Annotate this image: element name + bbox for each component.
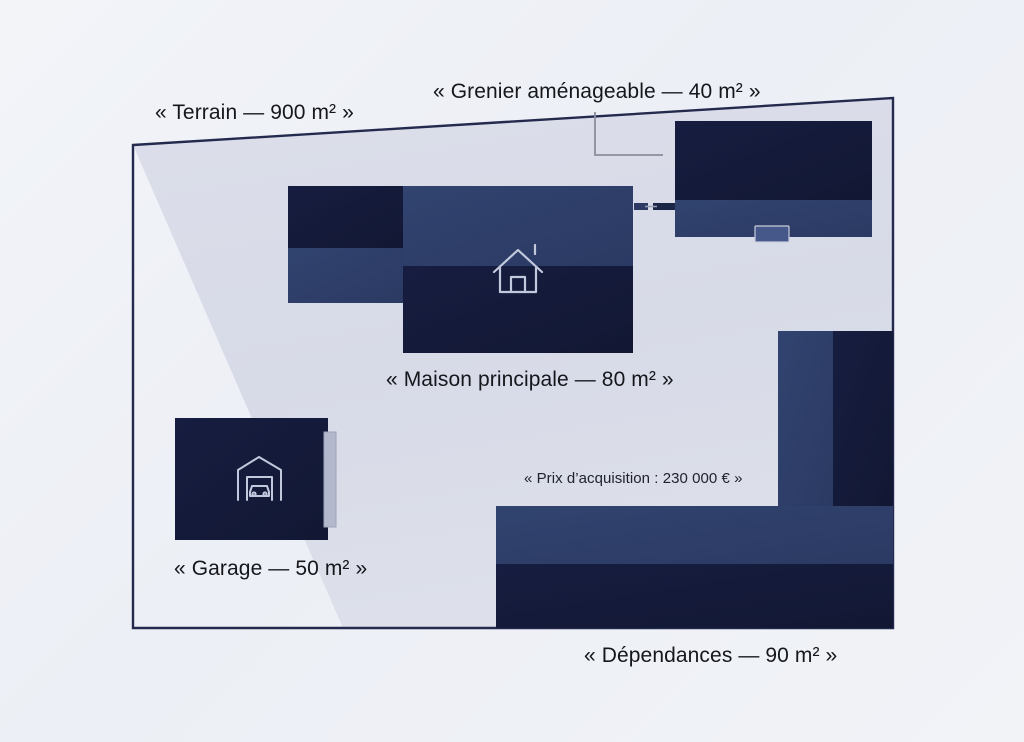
maison-principale-block[interactable] xyxy=(288,186,633,353)
label-grenier: « Grenier aménageable — 40 m² » xyxy=(433,80,761,103)
house-outline-icon xyxy=(492,243,544,294)
label-dependances: « Dépendances — 90 m² » xyxy=(584,644,838,667)
garage-car-outline-icon xyxy=(237,456,282,501)
label-garage: « Garage — 50 m² » xyxy=(174,557,368,580)
label-maison-principale: « Maison principale — 80 m² » xyxy=(386,368,674,391)
dependances-arm-dark xyxy=(833,331,893,506)
garage-door-rail[interactable] xyxy=(323,431,337,528)
maison-body-upper xyxy=(403,186,633,266)
maison-wing-mid xyxy=(288,248,403,303)
grenier-block[interactable] xyxy=(675,121,872,243)
grenier-leader-line xyxy=(594,112,663,156)
grenier-upper-band xyxy=(675,121,872,200)
dependances-base-dark xyxy=(496,564,893,628)
dependances-arm-mid xyxy=(778,331,833,506)
maison-body-lower xyxy=(403,266,633,353)
dependances-base-mid xyxy=(496,506,893,564)
label-terrain: « Terrain — 900 m² » xyxy=(155,101,354,124)
garage-block[interactable] xyxy=(175,418,337,540)
house-attic-connector xyxy=(634,203,675,210)
grenier-access-tab[interactable] xyxy=(754,225,790,243)
label-prix-acquisition: « Prix d’acquisition : 230 000 € » xyxy=(524,470,743,487)
garage-fill xyxy=(175,418,328,540)
dependances-block[interactable] xyxy=(496,331,893,628)
maison-wing-dark xyxy=(288,186,403,248)
